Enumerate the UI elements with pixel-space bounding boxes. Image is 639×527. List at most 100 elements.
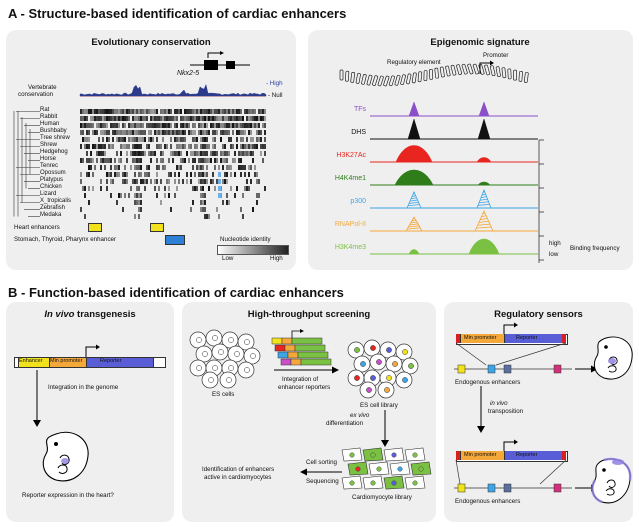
cell-nucleus bbox=[408, 363, 414, 369]
alignment-block bbox=[136, 200, 138, 205]
alignment-block bbox=[248, 130, 250, 135]
epi-peak bbox=[477, 181, 491, 186]
alignment-block bbox=[184, 109, 186, 114]
alignment-block bbox=[172, 116, 174, 121]
alignment-block bbox=[136, 151, 138, 156]
alignment-block bbox=[208, 144, 210, 149]
alignment-block bbox=[228, 151, 230, 156]
alignment-block bbox=[232, 109, 234, 114]
alignment-block bbox=[88, 165, 90, 170]
construct-enhancer-label: Enhancer bbox=[19, 358, 43, 364]
binding-low-label: low bbox=[549, 251, 559, 258]
alignment-block bbox=[256, 172, 258, 177]
alignment-block bbox=[200, 137, 202, 142]
alignment-block-blue bbox=[218, 193, 221, 198]
reporter-gene bbox=[294, 344, 326, 352]
alignment-block bbox=[204, 158, 206, 163]
alignment-block bbox=[216, 130, 218, 135]
alignment-block bbox=[252, 207, 254, 212]
cell-nucleus bbox=[250, 353, 256, 359]
alignment-block bbox=[88, 130, 90, 135]
alignment-block bbox=[226, 179, 228, 184]
alignment-block bbox=[222, 200, 224, 205]
alignment-block bbox=[130, 165, 132, 170]
alignment-block bbox=[176, 186, 178, 191]
alignment-block bbox=[184, 137, 186, 142]
alignment-block bbox=[90, 116, 92, 121]
alignment-block bbox=[138, 123, 140, 128]
alignment-block bbox=[258, 109, 260, 114]
epi-peak-hatch bbox=[480, 217, 488, 220]
alignment-block bbox=[94, 165, 96, 170]
alignment-block bbox=[110, 109, 112, 114]
alignment-block bbox=[194, 144, 196, 149]
alignment-block bbox=[194, 172, 196, 177]
cell-nucleus bbox=[212, 335, 218, 341]
alignment-block bbox=[188, 123, 190, 128]
alignment-block bbox=[142, 109, 144, 114]
alignment-block bbox=[156, 130, 158, 135]
alignment-block bbox=[224, 158, 226, 163]
binding-frequency-label: Binding frequency bbox=[570, 245, 620, 252]
epi-peak-hatch bbox=[476, 226, 492, 229]
cardiomyocyte-nucleus bbox=[418, 466, 424, 472]
alignment-block bbox=[118, 123, 120, 128]
alignment-block bbox=[208, 109, 210, 114]
alignment-block bbox=[134, 109, 136, 114]
epigenomic-tracks bbox=[370, 101, 538, 255]
alignment-block bbox=[220, 123, 222, 128]
sequencing-label: Sequencing bbox=[306, 478, 339, 485]
alignment-block bbox=[136, 144, 138, 149]
alignment-block bbox=[240, 137, 242, 142]
alignment-block bbox=[226, 109, 228, 114]
alignment-block bbox=[240, 123, 242, 128]
epi-peak bbox=[408, 101, 420, 117]
alignment-block bbox=[198, 109, 200, 114]
alignment-block bbox=[240, 158, 242, 163]
nucleosome bbox=[461, 63, 468, 75]
cardiomyocyte-nucleus bbox=[391, 480, 397, 486]
alignment-block bbox=[92, 130, 94, 135]
epi-peak-hatch bbox=[482, 191, 486, 193]
alignment-block bbox=[216, 151, 218, 156]
alignment-block bbox=[178, 165, 180, 170]
cardiomyocyte-nucleus bbox=[412, 480, 418, 486]
nucleosome bbox=[383, 75, 390, 87]
alignment-block bbox=[110, 123, 112, 128]
alignment-block bbox=[216, 116, 218, 121]
nucleosome bbox=[501, 67, 507, 79]
alignment-block bbox=[264, 144, 266, 149]
alignment-block bbox=[112, 116, 114, 121]
alignment-block bbox=[104, 144, 106, 149]
alignment-block bbox=[146, 179, 148, 184]
alignment-block bbox=[244, 130, 246, 135]
nucleosome bbox=[518, 70, 523, 82]
cardiomyocyte-nucleus bbox=[412, 452, 418, 458]
alignment-block bbox=[92, 116, 94, 121]
cardiomyocyte-nucleus bbox=[349, 480, 355, 486]
alignment-block bbox=[118, 109, 120, 114]
alignment-block bbox=[134, 172, 136, 177]
alignment-block bbox=[130, 109, 132, 114]
alignment-block bbox=[118, 116, 120, 121]
alignment-block bbox=[200, 165, 202, 170]
alignment-block bbox=[152, 137, 154, 142]
alignment-block bbox=[226, 116, 228, 121]
alignment-block bbox=[106, 179, 108, 184]
alignment-block bbox=[216, 179, 218, 184]
alignment-block bbox=[96, 130, 98, 135]
alignment-block bbox=[154, 151, 156, 156]
epi-peak-hatch bbox=[408, 225, 420, 228]
alignment-block bbox=[112, 109, 114, 114]
reporter-enhancer bbox=[280, 358, 292, 366]
alignment-block bbox=[240, 151, 242, 156]
alignment-block bbox=[82, 116, 84, 121]
reporter-arrow bbox=[291, 330, 302, 338]
alignment-block bbox=[126, 179, 128, 184]
alignment-block bbox=[116, 109, 118, 114]
cell-nucleus bbox=[402, 377, 408, 383]
section-a-title: A - Structure-based identification of ca… bbox=[8, 6, 347, 21]
identification-label-2: active in cardiomyocytes bbox=[204, 474, 272, 481]
alignment-block bbox=[222, 116, 224, 121]
alignment-block bbox=[118, 158, 120, 163]
